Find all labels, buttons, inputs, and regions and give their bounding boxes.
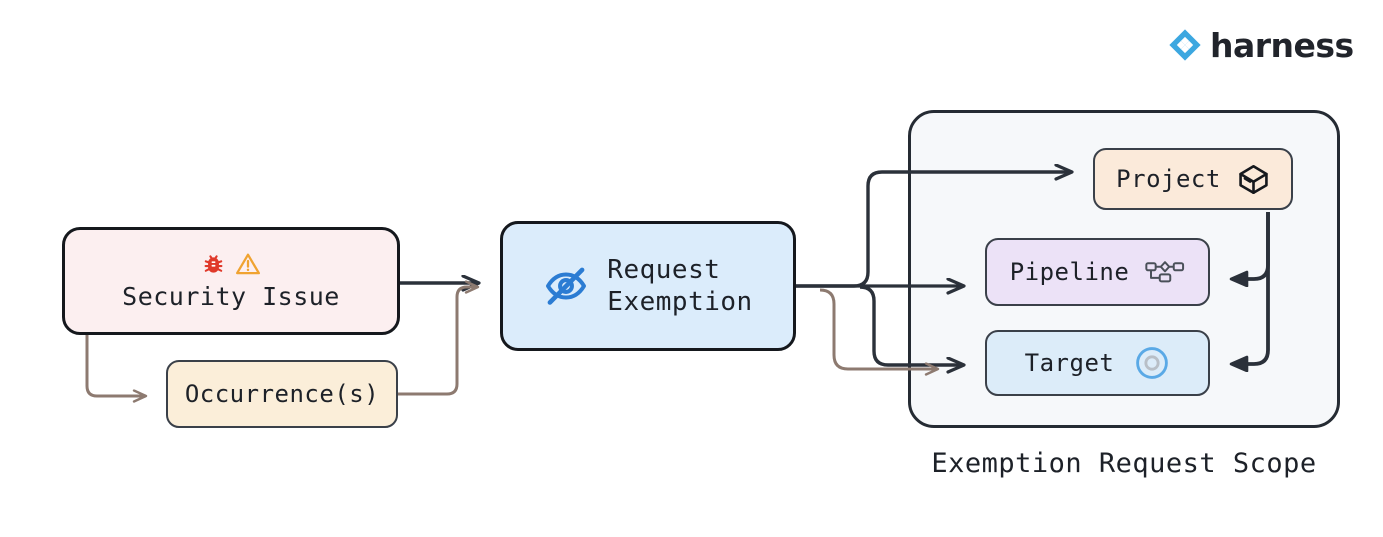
project-label: Project: [1116, 165, 1221, 193]
node-target[interactable]: Target: [985, 330, 1210, 396]
node-pipeline[interactable]: Pipeline: [985, 238, 1210, 306]
security-issue-label: Security Issue: [122, 282, 340, 312]
bug-icon: [204, 255, 223, 273]
edge-security-to-occurrence: [85, 335, 146, 396]
eye-off-icon: [546, 267, 587, 305]
harness-logo: harness: [1168, 28, 1354, 62]
cube-icon: [1239, 164, 1268, 194]
request-exemption-label: Request Exemption: [607, 254, 753, 318]
warning-triangle-icon: [236, 253, 260, 275]
harness-wordmark: harness: [1210, 25, 1354, 65]
node-occurrence[interactable]: Occurrence(s): [166, 360, 398, 428]
node-project[interactable]: Project: [1093, 148, 1293, 210]
target-label: Target: [1024, 349, 1115, 377]
target-ring-icon: [1136, 347, 1169, 379]
pipeline-nodes-icon: [1145, 261, 1185, 283]
occurrence-label: Occurrence(s): [184, 380, 380, 408]
node-security-issue[interactable]: Security Issue: [62, 227, 400, 335]
harness-diamond-icon: [1169, 29, 1201, 61]
pipeline-label: Pipeline: [1009, 258, 1130, 286]
scope-label: Exemption Request Scope: [931, 448, 1317, 479]
edge-occurrence-to-request: [398, 287, 478, 396]
node-request-exemption[interactable]: Request Exemption: [500, 221, 796, 351]
security-issue-icons: [201, 249, 261, 279]
